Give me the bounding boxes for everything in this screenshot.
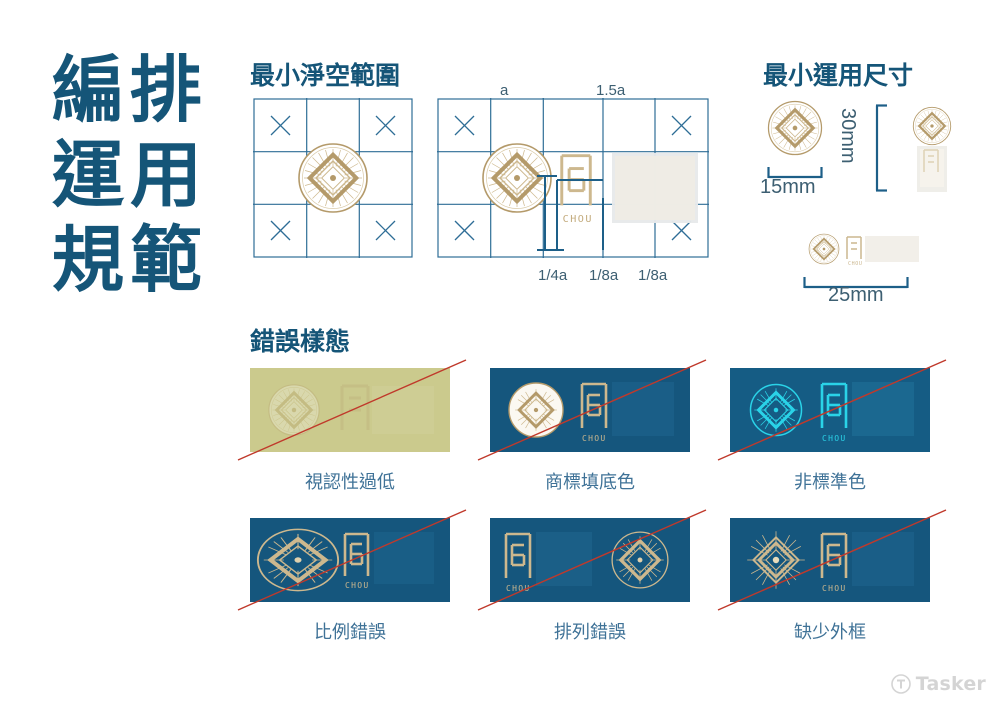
dim-label-quarter-a: 1/4a (538, 267, 568, 284)
min-size-label-30mm: 30mm (837, 108, 859, 164)
section-heading-min-size: 最小運用尺寸 (763, 61, 914, 90)
svg-text:CHOU: CHOU (506, 584, 530, 593)
error-filled-background: CHOU 商標填底色 (477, 359, 730, 518)
error-low-visibility: 視認性過低 (237, 359, 490, 518)
error-swatch (250, 368, 450, 452)
error-swatch: CHOU (490, 368, 690, 452)
chou-wordmark: CHOU (560, 154, 593, 225)
dim-label-eighth-a-2: 1/8a (638, 267, 668, 284)
title-char-pai: 排 (130, 48, 203, 132)
title-char-yun: 運 (52, 133, 125, 217)
watermark-text: Tasker (915, 673, 986, 695)
redacted-block (612, 153, 698, 223)
title-char-fan: 範 (130, 218, 203, 302)
error-caption: 非標準色 (794, 472, 866, 493)
x-mark-group (454, 115, 692, 241)
error-caption: 比例錯誤 (314, 622, 386, 643)
error-caption: 缺少外框 (794, 622, 866, 643)
min-size-horizontal-lockup-25mm: CHOU (805, 232, 925, 268)
svg-text:CHOU: CHOU (848, 261, 862, 267)
dim-label-1-5a: 1.5a (596, 82, 626, 99)
page-title: 排 用 範 編 運 規 (52, 48, 202, 303)
error-missing-frame: CHOU 缺少外框 (717, 509, 970, 668)
measure-rule-15mm (767, 166, 823, 180)
dim-label-eighth-a-1: 1/8a (589, 267, 619, 284)
title-char-bian: 編 (52, 48, 125, 132)
error-nonstandard-color: CHOU 非標準色 (717, 359, 970, 518)
min-size-emblem-15mm (766, 99, 824, 157)
redacted-block-small (865, 236, 919, 262)
section-heading-clear-space: 最小淨空範圍 (250, 61, 401, 90)
error-examples-grid: 視認性過低 (237, 359, 970, 668)
error-wrong-arrangement: CHOU (477, 509, 730, 668)
dimension-ticks (537, 176, 604, 251)
min-size-label-15mm: 15mm (760, 176, 816, 198)
svg-text:CHOU: CHOU (563, 214, 593, 225)
error-swatch: CHOU (490, 518, 690, 602)
error-wrong-proportion: CHOU 比例錯誤 (237, 509, 490, 668)
x-mark-group (270, 115, 396, 241)
error-swatch: CHOU (730, 518, 930, 602)
svg-text:CHOU: CHOU (345, 581, 369, 590)
svg-text:CHOU: CHOU (822, 434, 846, 443)
clear-space-diagram-emblem (253, 98, 413, 258)
section-heading-errors: 錯誤樣態 (250, 327, 351, 356)
error-swatch: CHOU (730, 368, 930, 452)
clear-space-diagram-lockup: CHOU (437, 98, 709, 258)
title-char-gui: 規 (52, 218, 125, 302)
min-size-vertical-lockup-30mm (905, 104, 959, 196)
page-title-column-left: 編 運 規 (52, 48, 124, 303)
min-size-label-25mm: 25mm (828, 284, 884, 306)
title-char-yong: 用 (130, 133, 203, 217)
error-caption: 視認性過低 (305, 472, 395, 493)
error-swatch: CHOU (250, 518, 450, 602)
svg-text:CHOU: CHOU (822, 584, 846, 593)
page-title-column-right: 排 用 範 (130, 48, 202, 303)
redacted-block-small (917, 146, 947, 192)
svg-text:CHOU: CHOU (582, 434, 606, 443)
measure-rule-25mm (803, 276, 909, 290)
error-caption: 排列錯誤 (554, 622, 626, 643)
measure-rule-30mm (875, 104, 889, 192)
error-caption: 商標填底色 (545, 472, 635, 493)
tasker-logo-icon (890, 674, 911, 694)
watermark: Tasker (890, 673, 986, 695)
dim-label-a: a (500, 82, 509, 99)
